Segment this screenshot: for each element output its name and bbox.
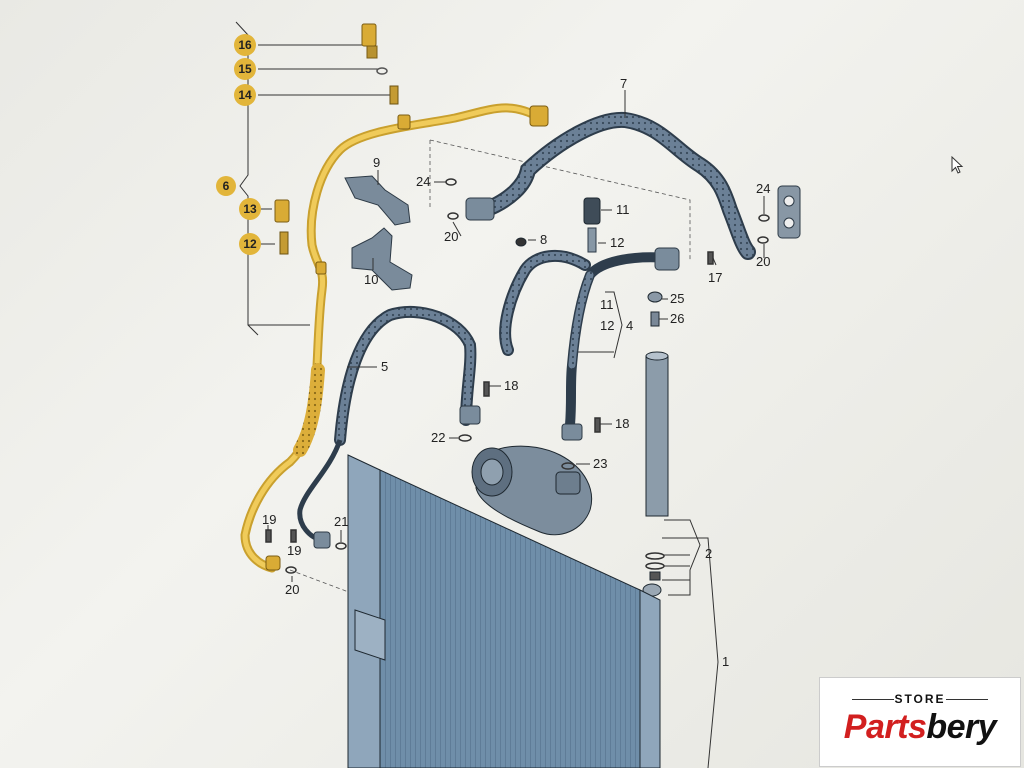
callout-12-top: 12 (610, 235, 624, 250)
callout-11-top: 11 (616, 202, 630, 217)
callout-4: 4 (626, 318, 633, 333)
callout-23: 23 (593, 456, 607, 471)
callout-2: 2 (705, 546, 712, 561)
callout-11-group: 11 (600, 297, 614, 312)
callout-19-left: 19 (262, 512, 276, 527)
callout-16: 16 (234, 34, 256, 56)
callout-15: 15 (234, 58, 256, 80)
callout-24-left: 24 (416, 174, 430, 189)
callout-labels: 7 9 24 20 8 10 11 12 24 20 17 25 26 11 1… (262, 76, 770, 669)
brackets-9-10 (344, 175, 413, 291)
callout-20-bottom: 20 (285, 582, 299, 597)
callout-5: 5 (381, 359, 388, 374)
callout-18-left: 18 (504, 378, 518, 393)
logo-store-text: STORE (894, 692, 946, 706)
callout-24-right: 24 (756, 181, 770, 196)
hose-5 (297, 305, 481, 549)
logo-name-part1: Parts (843, 708, 927, 746)
callout-18-right: 18 (615, 416, 629, 431)
callout-1: 1 (722, 654, 729, 669)
callout-19-right: 19 (287, 543, 301, 558)
callout-20-right: 20 (756, 254, 770, 269)
yellow-callouts: 16 15 14 6 13 12 (216, 34, 261, 255)
callout-13: 13 (239, 198, 261, 220)
partsbery-logo: STORE Partsbery (819, 677, 1021, 767)
callout-12-yellow: 12 (239, 233, 261, 255)
condenser (347, 454, 661, 768)
leader-lines (267, 90, 765, 768)
svg-text:12: 12 (243, 237, 257, 251)
callout-6: 6 (216, 176, 236, 196)
small-fittings (265, 178, 770, 574)
logo-rule-left (852, 699, 894, 700)
logo-wordmark: Partsbery (820, 708, 1020, 747)
valve-parts (274, 23, 399, 255)
callout-14: 14 (234, 84, 256, 106)
callout-25: 25 (670, 291, 684, 306)
callout-26: 26 (670, 311, 684, 326)
svg-text:15: 15 (238, 62, 252, 76)
hose-7 (465, 111, 801, 260)
callout-9: 9 (373, 155, 380, 170)
callout-21: 21 (334, 514, 348, 529)
svg-text:14: 14 (238, 88, 252, 102)
hose-4 (499, 197, 680, 441)
callout-8: 8 (540, 232, 547, 247)
mouse-cursor-icon (951, 156, 964, 174)
drier-tube (515, 237, 669, 597)
callout-12-group: 12 (600, 318, 614, 333)
callout-7: 7 (620, 76, 627, 91)
callout-17: 17 (708, 270, 722, 285)
callout-22: 22 (431, 430, 445, 445)
logo-rule-right (946, 699, 988, 700)
svg-text:16: 16 (238, 38, 252, 52)
pipe-6 (240, 103, 549, 573)
callout-20-left: 20 (444, 229, 458, 244)
svg-text:6: 6 (223, 179, 230, 193)
svg-text:13: 13 (243, 202, 257, 216)
callout-10: 10 (364, 272, 378, 287)
logo-name-part2: bery (926, 708, 997, 746)
